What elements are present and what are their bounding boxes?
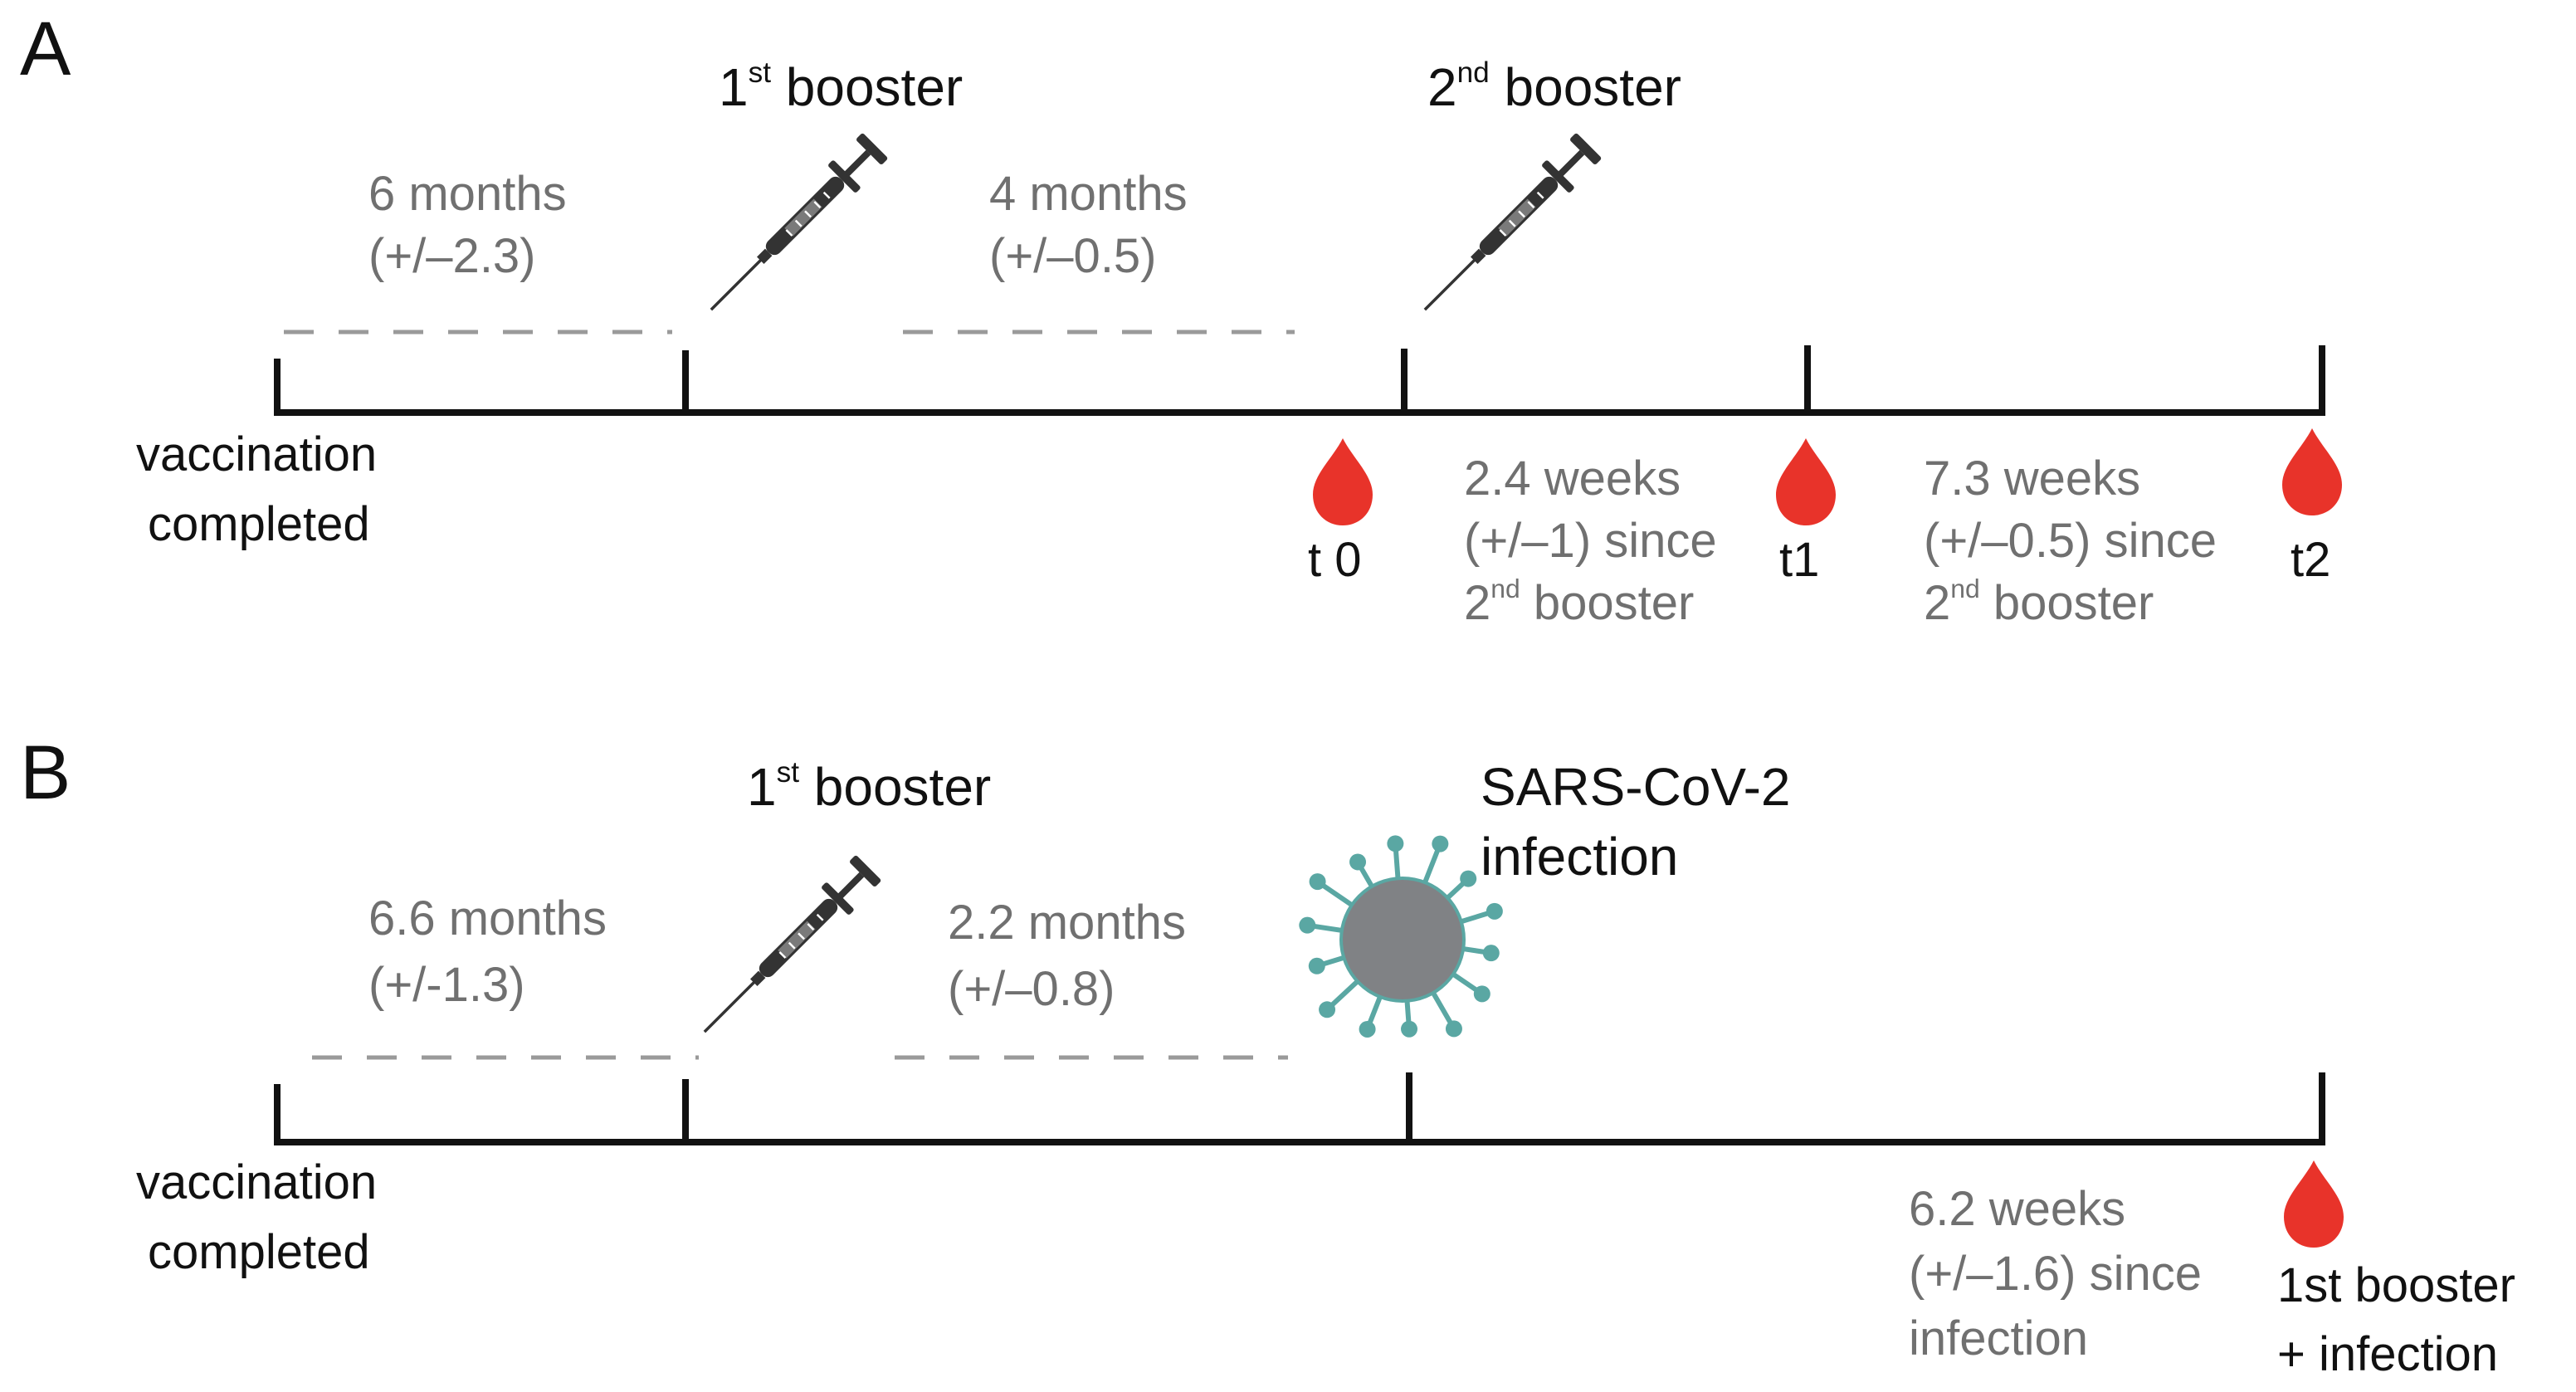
blood-drop-icon <box>1313 438 1373 525</box>
virus-spike-tip <box>1308 957 1325 974</box>
panel-label-b: B <box>20 730 71 815</box>
final-interval-line2: (+/–1.6) since <box>1909 1247 2203 1301</box>
virus-spike-tip <box>1460 870 1477 887</box>
virus-spike-tip <box>1482 945 1500 962</box>
sample-label-line1: 1st booster <box>2277 1258 2515 1312</box>
interval-label-a1-months: 6 months <box>368 167 567 221</box>
interval-label-a1-sd: (+/–2.3) <box>368 229 536 283</box>
t1-interval-line2: (+/–1) since <box>1464 514 1717 568</box>
blood-drop-icon <box>2282 428 2342 515</box>
syringe-icon <box>695 129 891 325</box>
timeline-a <box>274 345 2325 416</box>
vaccination-label-b-line1: vaccination <box>136 1155 378 1209</box>
ordinal-number: 1 <box>719 57 749 117</box>
milestone-infection-line2: infection <box>1481 827 1679 886</box>
milestone-infection-line1: SARS-CoV-2 <box>1481 757 1791 817</box>
virus-spike-tip <box>1401 1020 1418 1038</box>
sample-label-line2: + infection <box>2277 1327 2499 1381</box>
timepoint-t2-label: t2 <box>2291 533 2331 587</box>
timeline-b <box>274 1072 2325 1145</box>
timepoint-t1-label: t1 <box>1779 533 1820 587</box>
interval-label-b2-months: 2.2 months <box>948 896 1186 950</box>
interval-label-a2-sd: (+/–0.5) <box>989 229 1157 283</box>
virus-spike-tip <box>1432 835 1449 852</box>
vaccination-label-b-line2: completed <box>148 1225 370 1279</box>
milestone-booster-1-b: 1st booster <box>747 755 992 818</box>
blood-drop-icon <box>2284 1160 2344 1248</box>
interval-label-b1-sd: (+/-1.3) <box>368 958 525 1012</box>
milestone-booster-2: 2nd booster <box>1427 56 1681 118</box>
milestone-word: booster <box>770 57 964 117</box>
virus-icon <box>1299 835 1503 1038</box>
vaccination-label-a-line1: vaccination <box>136 427 378 481</box>
syringe-icon <box>689 852 885 1048</box>
blood-drop-icon <box>1776 438 1836 525</box>
t2-interval-line1: 7.3 weeks <box>1924 452 2141 506</box>
ordinal-suffix: st <box>776 755 799 789</box>
virus-spike-tip <box>1486 902 1503 920</box>
ordinal-suffix: nd <box>1950 574 1980 604</box>
final-interval-line3: infection <box>1909 1311 2089 1365</box>
ordinal-number: 2 <box>1464 576 1491 630</box>
virus-spike-tip <box>1473 985 1490 1003</box>
t1-interval-line3: 2nd booster <box>1464 574 1695 631</box>
panel-label-a: A <box>20 7 71 91</box>
milestone-word: booster <box>1489 57 1681 117</box>
ordinal-number: 2 <box>1924 576 1951 630</box>
ordinal-suffix: nd <box>1490 574 1520 604</box>
virus-spike-tip <box>1445 1020 1462 1038</box>
vaccination-label-a-line2: completed <box>148 497 370 551</box>
ordinal-suffix: st <box>748 56 771 89</box>
t2-interval-line2: (+/–0.5) since <box>1924 514 2217 568</box>
milestone-word: booster <box>798 757 992 817</box>
interval-label-b2-sd: (+/–0.8) <box>948 962 1115 1016</box>
virus-body <box>1343 880 1462 999</box>
virus-spike-tip <box>1309 873 1326 891</box>
syringe-icon <box>1409 129 1605 325</box>
final-interval-line1: 6.2 weeks <box>1909 1182 2126 1236</box>
milestone-booster-1: 1st booster <box>719 56 964 118</box>
ordinal-number: 2 <box>1427 57 1457 117</box>
t2-interval-line3: 2nd booster <box>1924 574 2154 631</box>
timepoint-t0-label: t 0 <box>1308 533 1362 587</box>
ordinal-suffix: nd <box>1456 56 1490 89</box>
interval-word: booster <box>1979 576 2154 630</box>
virus-spike-tip <box>1319 1001 1336 1018</box>
virus-spike-tip <box>1349 853 1367 871</box>
interval-word: booster <box>1520 576 1695 630</box>
virus-spike-tip <box>1359 1020 1376 1038</box>
interval-label-b1-months: 6.6 months <box>368 891 607 945</box>
virus-spike-tip <box>1299 916 1316 934</box>
interval-label-a2-months: 4 months <box>989 167 1188 221</box>
ordinal-number: 1 <box>747 757 777 817</box>
t1-interval-line1: 2.4 weeks <box>1464 452 1681 506</box>
virus-spike-tip <box>1387 835 1404 852</box>
